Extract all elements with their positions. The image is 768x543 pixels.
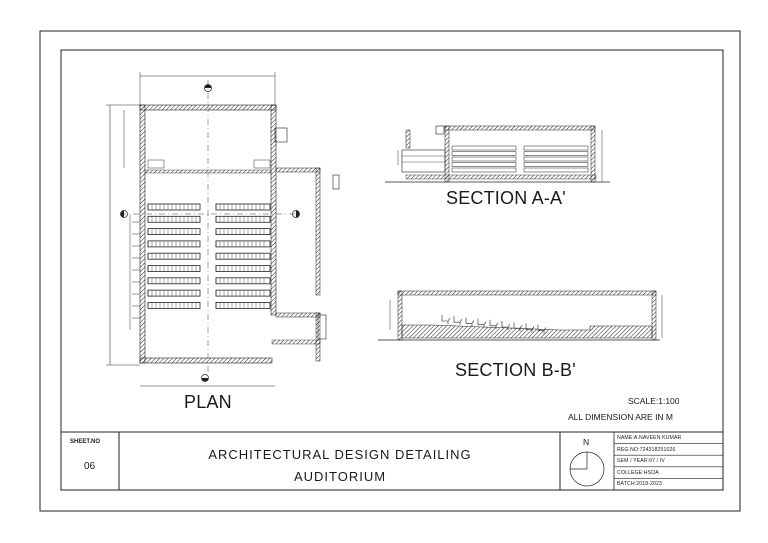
- inner-border: [60, 49, 724, 491]
- section-bb-label: SECTION B-B': [455, 360, 576, 380]
- north-label: N: [583, 437, 590, 447]
- drawing-subtitle: AUDITORIUM: [293, 469, 387, 484]
- sheet-no-label: SHEET.NO: [70, 439, 101, 445]
- seating-rows: [147, 203, 271, 309]
- outer-border: [39, 30, 741, 512]
- title-block: [61, 431, 723, 490]
- plan-label: PLAN: [184, 392, 232, 412]
- section-bb-drawing: [378, 290, 663, 341]
- info-sem-year: SEM / YEAR:07 / IV: [617, 458, 665, 465]
- drawing-title: ARCHITECTURAL DESIGN DETAILING: [208, 447, 472, 462]
- info-reg-no: REG.NO:724318251026: [617, 446, 676, 453]
- scale-note: SCALE:1:100: [628, 396, 680, 406]
- info-college: COLLEGE:HSOA: [617, 469, 659, 476]
- info-batch: BATCH:2018-2023: [617, 481, 662, 488]
- floor-plan: [106, 72, 340, 387]
- info-name: NAME:A.NAVEEN KUMAR: [617, 435, 682, 441]
- section-aa-drawing: [385, 125, 610, 183]
- sheet-no-value: 06: [84, 461, 96, 472]
- dimension-note: ALL DIMENSION ARE IN M: [568, 412, 674, 422]
- section-aa-label: SECTION A-A': [446, 188, 566, 208]
